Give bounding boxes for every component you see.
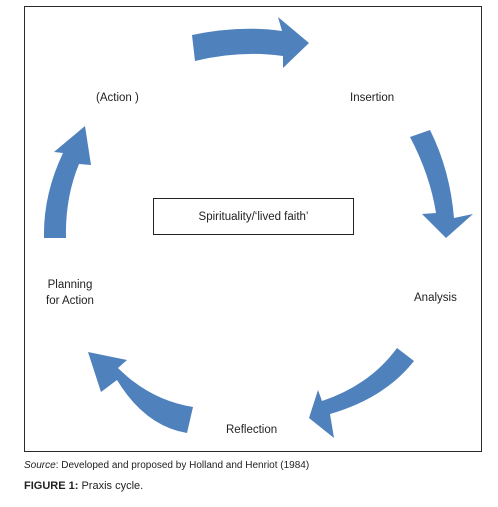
arrow-insertion-to-analysis-icon: [410, 130, 473, 238]
stage-insertion-label: Insertion: [350, 92, 395, 104]
figure-frame: [24, 6, 482, 452]
figure-caption: FIGURE 1: Praxis cycle.: [24, 480, 143, 492]
stage-planning-line2: for Action: [46, 295, 94, 307]
center-concept-box: Spirituality/‘lived faith’: [153, 198, 354, 235]
stage-reflection-label: Reflection: [226, 424, 278, 436]
arrow-planning-to-action-icon: [43, 126, 91, 238]
stage-action-label: (Action ): [96, 92, 139, 104]
arrow-action-to-insertion-icon: [192, 17, 309, 68]
stage-planning-line1: Planning: [47, 279, 93, 291]
caption-label: FIGURE 1:: [24, 480, 79, 492]
caption-text: Praxis cycle.: [78, 480, 144, 492]
arrow-analysis-to-reflection-icon: [309, 348, 414, 438]
source-label: Source: [24, 460, 56, 471]
center-concept-label: Spirituality/‘lived faith’: [198, 210, 309, 223]
source-note: Source: Developed and proposed by Hollan…: [24, 460, 309, 471]
source-text: : Developed and proposed by Holland and …: [55, 460, 310, 471]
stage-planning-label: Planning for Action: [46, 277, 94, 309]
arrow-reflection-to-planning-icon: [88, 352, 193, 433]
stage-analysis-label: Analysis: [414, 292, 457, 304]
